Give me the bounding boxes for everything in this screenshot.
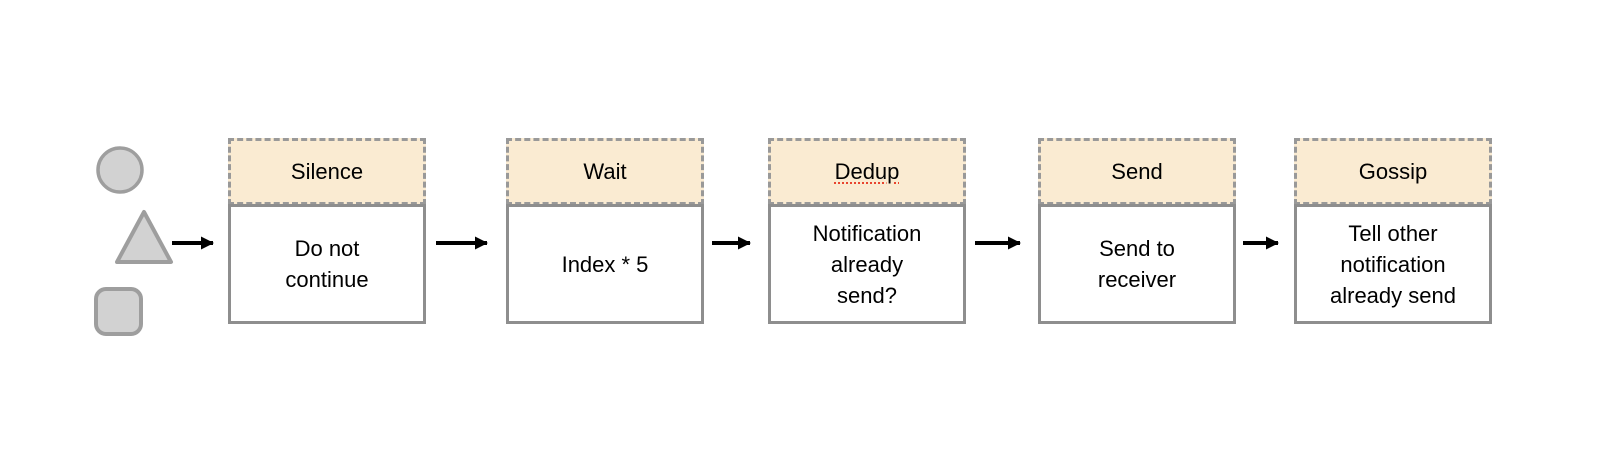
stage-wait: Wait Index * 5 [506,138,704,324]
stage-title: Send [1111,158,1163,184]
stage-title: Silence [290,158,364,184]
stage-send-body[interactable]: Send to receiver [1038,204,1236,324]
circle-shape[interactable] [96,146,144,194]
rounded-square-shape[interactable] [94,287,143,336]
stage-gossip-body[interactable]: Tell other notification already send [1294,204,1492,324]
stage-silence: Silence Do not continue [228,138,426,324]
triangle-shape[interactable] [115,210,173,264]
stage-send: Send Send to receiver [1038,138,1236,324]
stage-wait-header[interactable]: Wait [506,138,704,205]
stage-gossip-header[interactable]: Gossip [1294,138,1492,205]
stage-title: Gossip [1358,158,1428,184]
stage-wait-body[interactable]: Index * 5 [506,204,704,324]
stage-dedup: Dedup Notification already send? [768,138,966,324]
stage-gossip: Gossip Tell other notification already s… [1294,138,1492,324]
stage-title: Wait [583,158,627,184]
stage-description: Send to receiver [1097,236,1177,292]
stage-silence-body[interactable]: Do not continue [228,204,426,324]
stage-description: Notification already send? [812,220,922,308]
stage-description: Do not continue [285,236,369,292]
stage-dedup-header[interactable]: Dedup [768,138,966,205]
stage-dedup-body[interactable]: Notification already send? [768,204,966,324]
stage-description: Tell other notification already send [1330,220,1456,308]
stage-silence-header[interactable]: Silence [228,138,426,205]
stage-send-header[interactable]: Send [1038,138,1236,205]
stage-description: Index * 5 [561,251,649,277]
stage-title: Dedup [834,158,900,184]
